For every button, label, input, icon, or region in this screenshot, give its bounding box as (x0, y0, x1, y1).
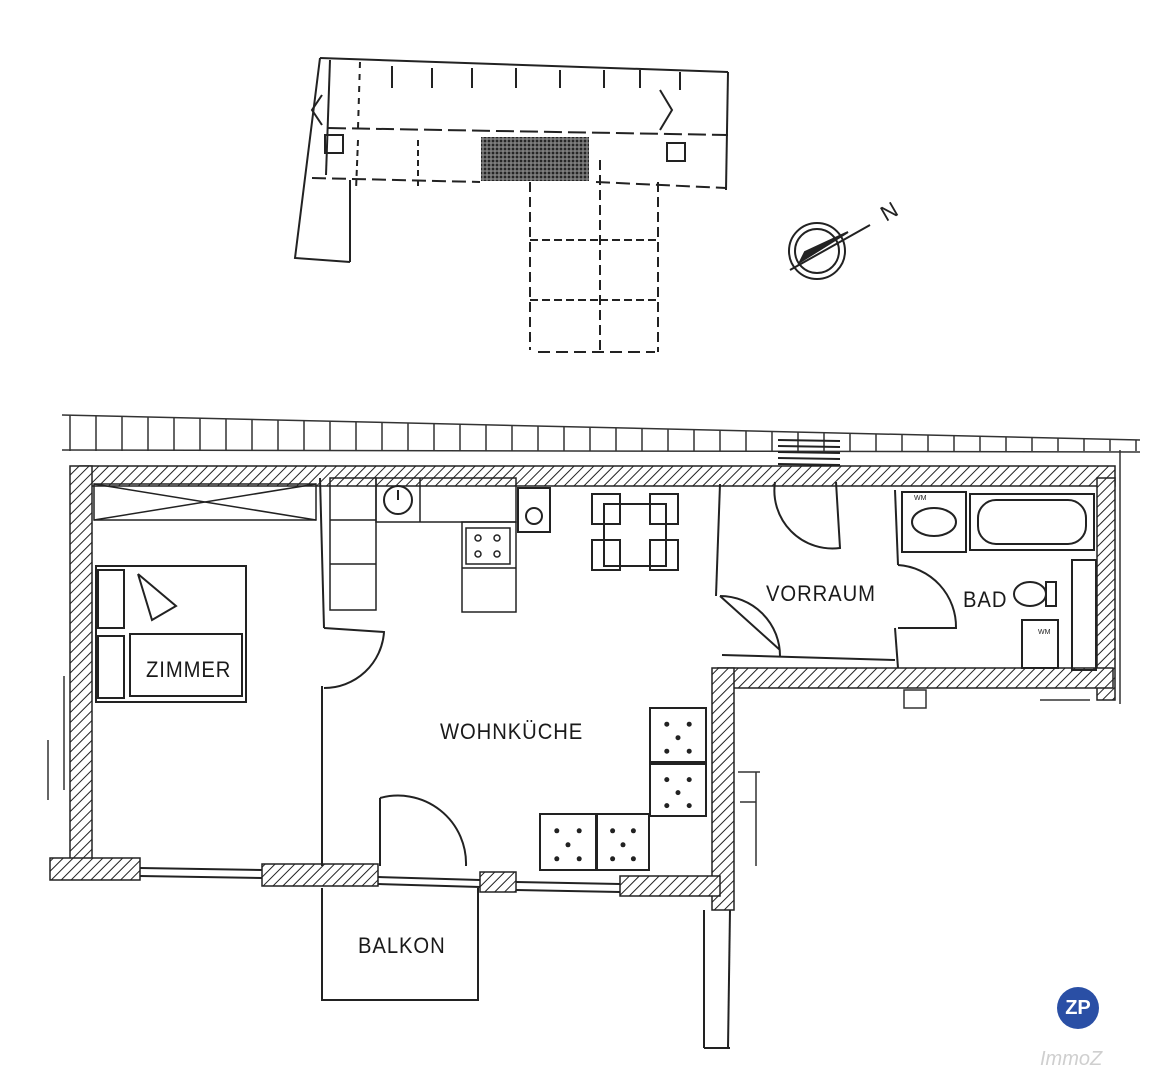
block-dot (610, 828, 616, 834)
block-dot (686, 777, 692, 783)
block-dot (554, 856, 560, 862)
compass-icon (788, 222, 871, 280)
block-dot (664, 777, 670, 783)
washing-machine-icon (517, 487, 551, 533)
wc-icon (1013, 581, 1059, 669)
block-dot (576, 828, 582, 834)
wc-tag: WM (1038, 629, 1051, 636)
zp-logo: ZP (1057, 987, 1099, 1029)
stove-icon (465, 527, 511, 565)
washbasin-tag: WM (914, 495, 927, 502)
room-label-zimmer: ZIMMER (146, 657, 232, 682)
block-dot (554, 828, 560, 834)
block-dot (686, 803, 692, 809)
block-dot (630, 828, 636, 834)
door-swings (323, 481, 958, 867)
compass-north-letter: N (876, 197, 902, 227)
dining-table (591, 493, 679, 571)
bed (95, 565, 247, 703)
sink-icon (383, 485, 413, 515)
storage-blocks (539, 707, 707, 871)
room-label-wohnkueche: WOHNKÜCHE (440, 719, 584, 744)
neighbour-grid-ticks (69, 415, 1137, 451)
site-plan (293, 57, 729, 353)
bath-side-fixture (1071, 559, 1097, 671)
kitchen-counter (329, 477, 517, 613)
partition-walls (139, 477, 899, 1049)
block-dot (664, 803, 670, 809)
storage-block-dots (554, 721, 692, 862)
walls (49, 465, 1116, 911)
apartment-location-marker (481, 137, 589, 181)
block-dot (630, 856, 636, 862)
wardrobe (93, 483, 317, 521)
block-dot (664, 748, 670, 754)
block-dot (576, 856, 582, 862)
block-dot (664, 721, 670, 727)
block-dot (675, 735, 681, 741)
block-dot (686, 721, 692, 727)
block-dot (565, 842, 571, 848)
immoz-watermark: ImmoZ (1040, 1048, 1103, 1070)
neighbour-grid (61, 414, 1141, 453)
washbasin-icon (901, 491, 967, 553)
block-dot (610, 856, 616, 862)
neighbour-fragments (47, 450, 1121, 866)
block-dot (686, 748, 692, 754)
balcony (321, 888, 479, 1001)
block-dot (620, 842, 626, 848)
block-dot (675, 790, 681, 796)
room-label-balkon: BALKON (358, 933, 446, 958)
room-label-bad: BAD (963, 587, 1008, 612)
bathtub (969, 493, 1095, 551)
room-label-vorraum: VORRAUM (766, 581, 876, 606)
